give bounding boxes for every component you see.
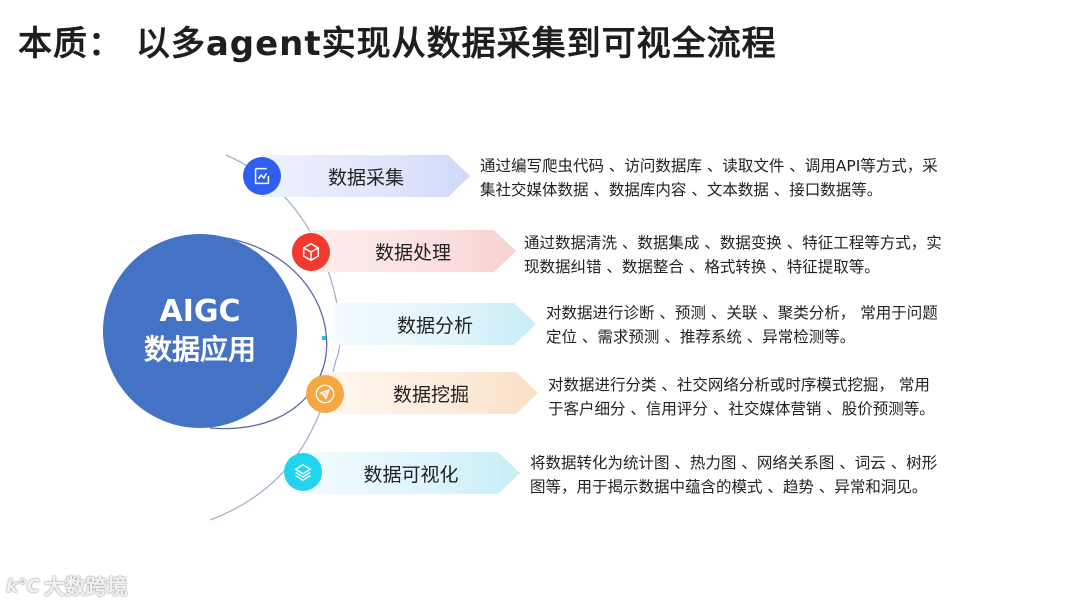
paper-plane-icon bbox=[315, 384, 335, 404]
step-banner-processing: 数据处理 bbox=[310, 230, 516, 272]
line-chart-icon bbox=[254, 167, 270, 185]
hub-circle: AIGC 数据应用 bbox=[103, 234, 297, 428]
step-node-processing bbox=[292, 233, 330, 271]
analysis-marker-dot bbox=[322, 336, 326, 340]
step-label: 数据挖掘 bbox=[392, 383, 469, 406]
step-label: 数据可视化 bbox=[363, 463, 459, 486]
step-banner-mining: 数据挖掘 bbox=[324, 372, 538, 414]
watermark-logo-icon: k℃ bbox=[6, 575, 40, 597]
step-banner-analysis: 数据分析 bbox=[334, 303, 536, 345]
step-description-visualization: 将数据转化为统计图 、热力图 、网络关系图 、词云 、树形 图等，用于揭示数据中… bbox=[530, 454, 938, 496]
step-description-analysis: 对数据进行诊断 、预测 、关联 、聚类分析， 常用于问题 定位 、需求预测 、推… bbox=[546, 304, 938, 346]
step-label: 数据采集 bbox=[327, 166, 404, 189]
page-title: 本质： 以多agent实现从数据采集到可视全流程 bbox=[18, 24, 777, 64]
step-label: 数据分析 bbox=[396, 314, 473, 337]
step-banner-collection: 数据采集 bbox=[262, 155, 470, 197]
step-node-visualization bbox=[284, 453, 322, 491]
step-node-collection bbox=[243, 157, 281, 195]
hub-subtitle: 数据应用 bbox=[143, 333, 256, 366]
cube-icon bbox=[302, 242, 320, 262]
step-banner-visualization: 数据可视化 bbox=[302, 452, 520, 494]
watermark-text: 大数跨境 bbox=[43, 575, 128, 599]
step-description-collection: 通过编写爬虫代码 、访问数据库 、读取文件 、调用API等方式，采 集社交媒体数… bbox=[480, 157, 938, 199]
watermark: k℃ 大数跨境 bbox=[6, 571, 128, 601]
step-node-mining bbox=[306, 375, 344, 413]
step-description-processing: 通过数据清洗 、数据集成 、数据变换 、特征工程等方式，实 现数据纠错 、数据整… bbox=[524, 234, 942, 276]
hub-title: AIGC bbox=[159, 294, 241, 329]
step-description-mining: 对数据进行分类 、社交网络分析或时序模式挖掘， 常用 于客户细分 、信用评分 、… bbox=[548, 376, 935, 418]
layers-icon bbox=[294, 463, 312, 482]
step-label: 数据处理 bbox=[374, 241, 451, 264]
